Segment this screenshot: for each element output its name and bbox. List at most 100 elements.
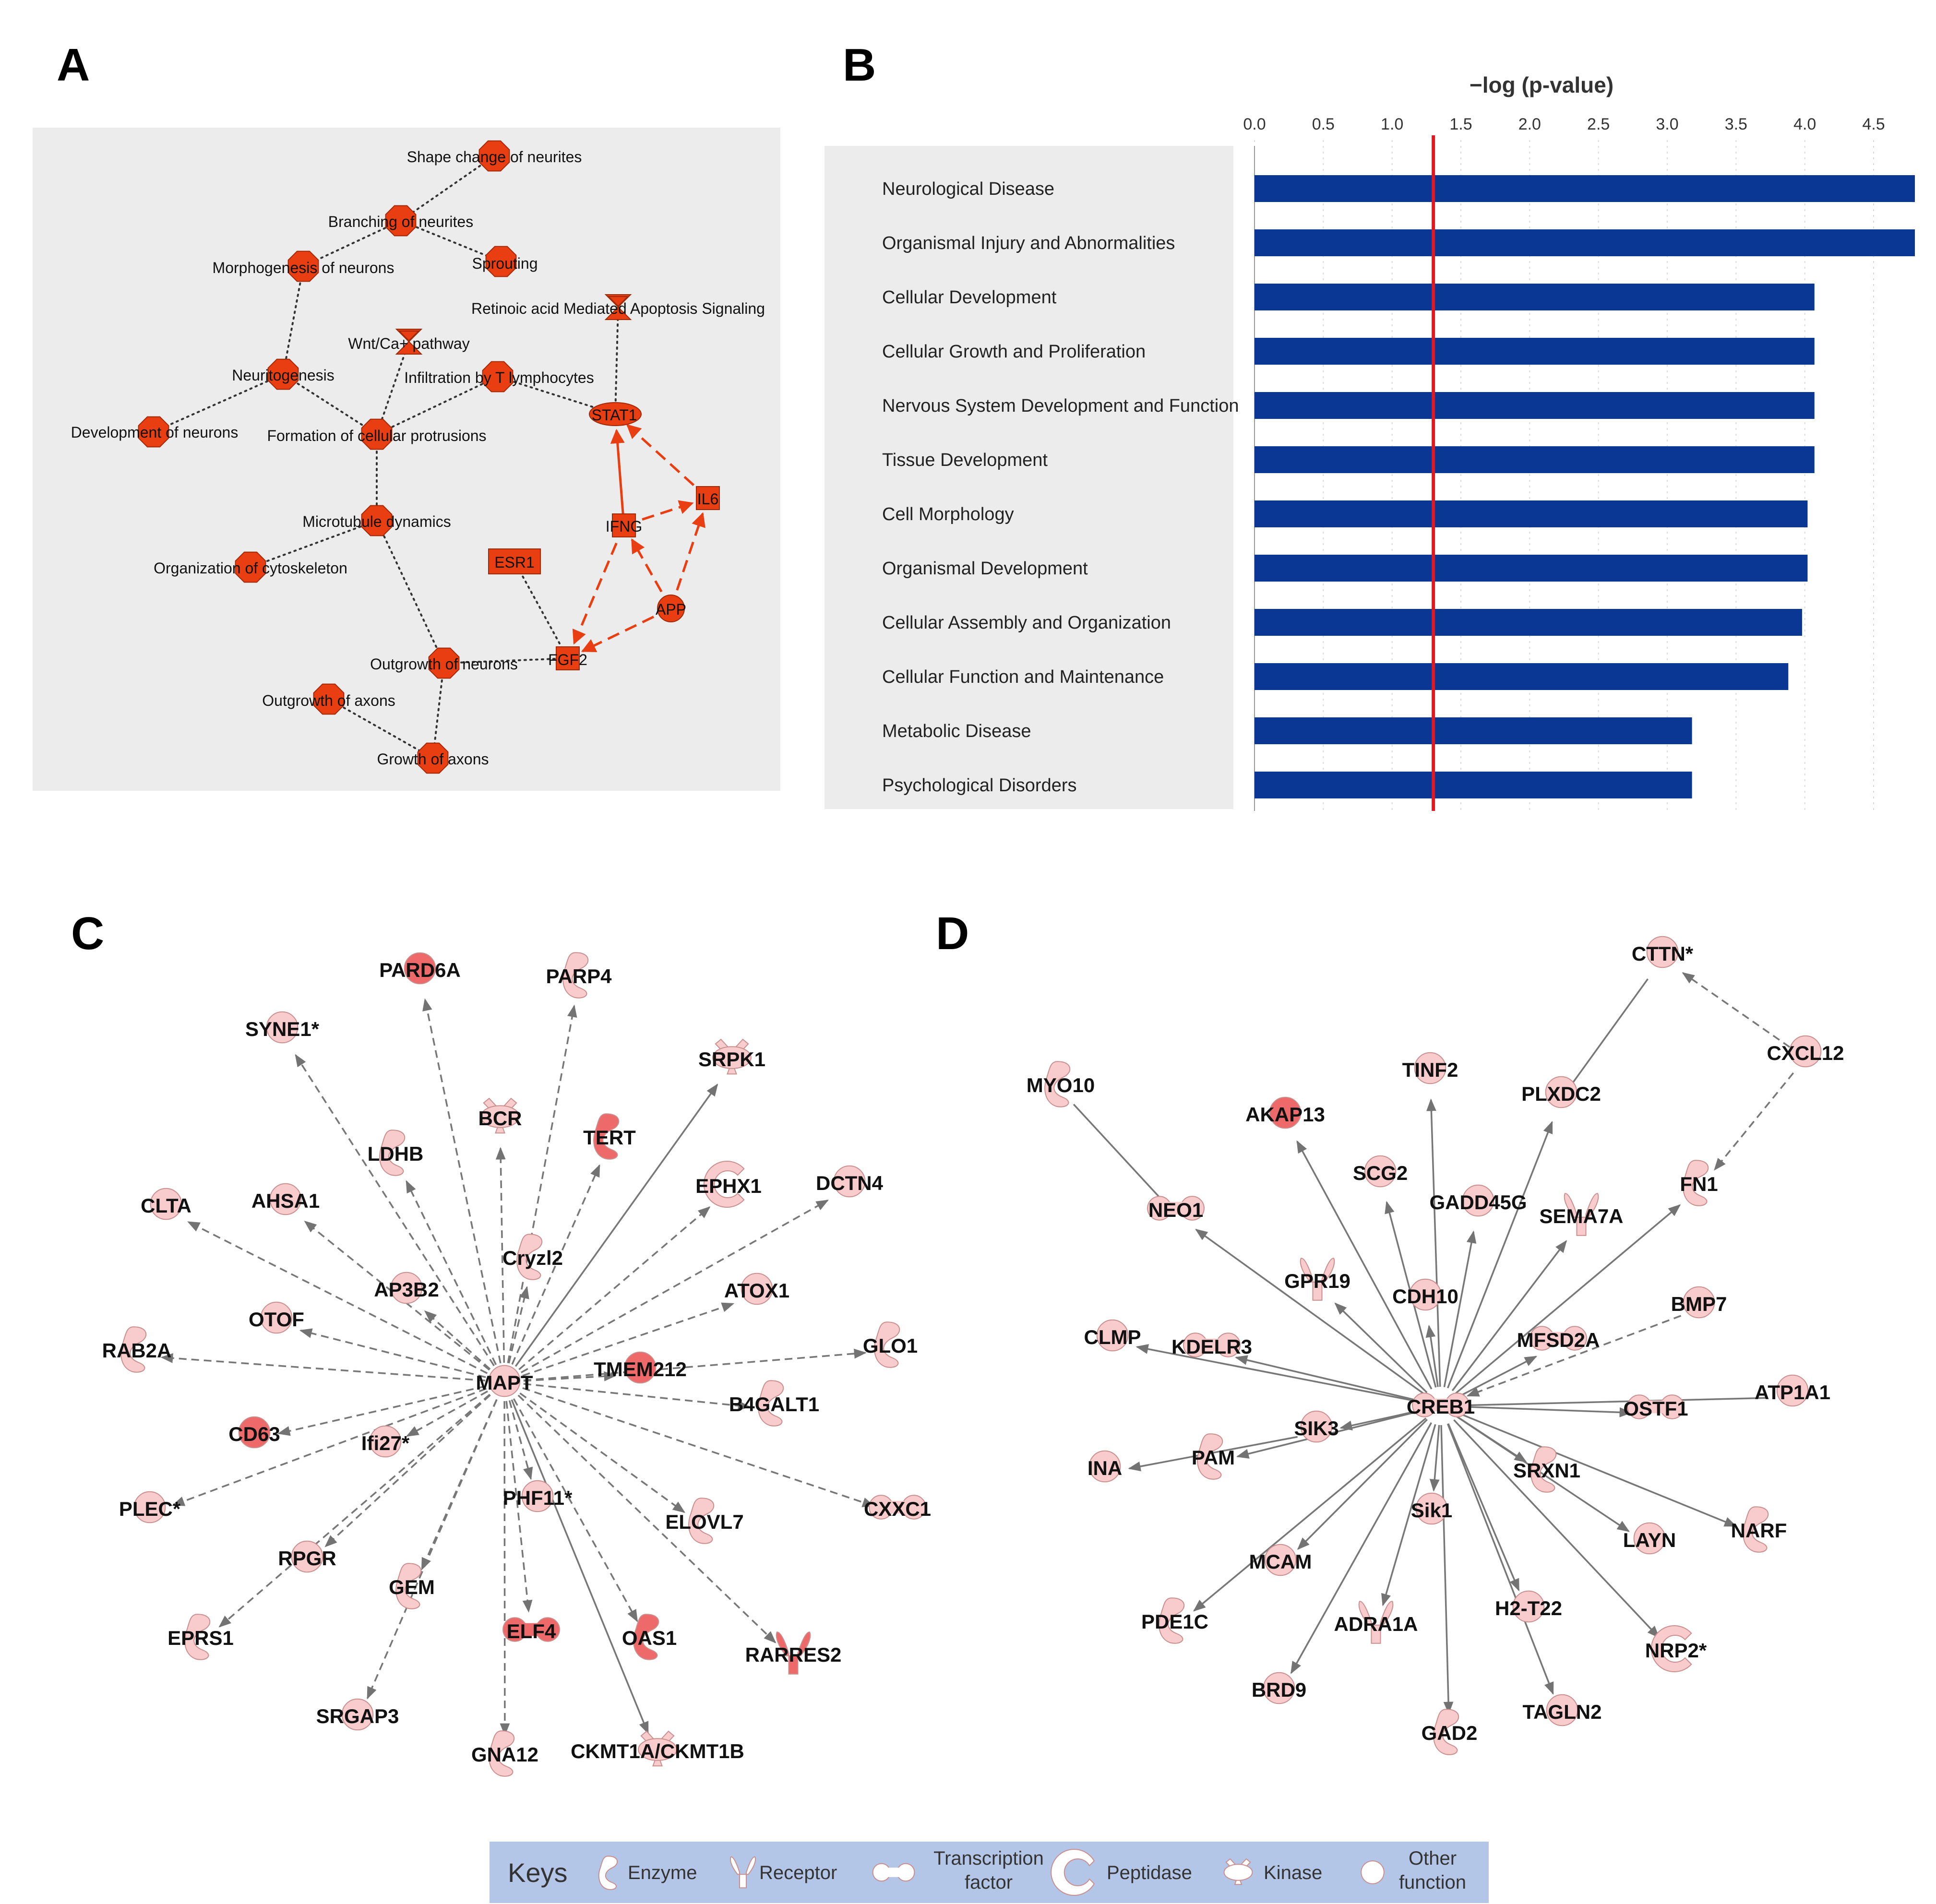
edge-mapt-syne1 xyxy=(295,1054,495,1367)
category-label: Organismal Development xyxy=(882,559,1088,579)
edge-cxcl12-fn1 xyxy=(1714,1072,1794,1171)
gene-otof: OTOF xyxy=(249,1301,304,1334)
gene-sik3: SIK3 xyxy=(1294,1410,1339,1443)
gene-nrp2: NRP2* xyxy=(1645,1625,1707,1672)
edge-mapt-srgap3 xyxy=(367,1399,498,1700)
node-label: Infiltration by T lymphocytes xyxy=(404,369,594,386)
gene-label: MCAM xyxy=(1249,1550,1312,1573)
gene-cdh10: CDH10 xyxy=(1392,1278,1458,1311)
node-outgrowth-of-neurons: Outgrowth of neurons xyxy=(370,647,518,679)
chart-x-axis-title: −log (p-value) xyxy=(1470,72,1613,97)
edge-retinoic-stat1 xyxy=(614,306,619,415)
node-app: APP xyxy=(656,595,686,622)
keys-title: Keys xyxy=(508,1857,568,1888)
gene-label: GAD2 xyxy=(1422,1722,1478,1744)
category-label: Metabolic Disease xyxy=(882,721,1031,741)
edge-hub-adra1a xyxy=(1381,1424,1436,1606)
edge-neuritogenesis-development xyxy=(153,373,284,433)
edge-mapt-pard6a xyxy=(422,998,502,1364)
edge-hub-mcam xyxy=(1297,1419,1428,1550)
edge-hub-atp1a1 xyxy=(1459,1397,1768,1406)
gene-label: GADD45G xyxy=(1429,1191,1527,1214)
gene-rpgr: RPGR xyxy=(278,1540,336,1573)
gene-label: NRP2* xyxy=(1645,1639,1707,1662)
edge-morphogenesis-neuritogenesis xyxy=(282,265,304,375)
edge-mapt-dctn4 xyxy=(521,1199,829,1373)
edge-hub-kdelr3 xyxy=(1235,1355,1422,1403)
gene-label: OAS1 xyxy=(622,1627,677,1649)
gene-elovl7: ELOVL7 xyxy=(665,1498,744,1544)
edge-mapt-rab2a xyxy=(160,1353,486,1381)
edge-mapt-gna12 xyxy=(500,1401,510,1736)
edge-mapt-glo1 xyxy=(523,1348,867,1381)
key-label: Kinase xyxy=(1264,1862,1322,1883)
gene-tagln2: TAGLN2 xyxy=(1523,1694,1601,1726)
gene-parp4: PARP4 xyxy=(546,952,612,999)
gene-gadd45g: GADD45G xyxy=(1429,1184,1527,1217)
edge-mapt-tert xyxy=(511,1164,600,1365)
gene-pde1c: PDE1C xyxy=(1141,1597,1208,1644)
gene-cd63: CD63 xyxy=(228,1416,280,1449)
edge-hub-narf xyxy=(1458,1412,1737,1527)
edge-app-fgf2 xyxy=(581,607,672,653)
gene-srpk1: SRPK1 xyxy=(698,1038,765,1075)
gene-ostf1: OSTF1 xyxy=(1623,1394,1688,1420)
edge-mapt-oas1 xyxy=(513,1398,638,1622)
node-label: STAT1 xyxy=(592,406,637,424)
gene-label: SRXN1 xyxy=(1513,1459,1580,1482)
gene-clta: CLTA xyxy=(141,1188,191,1220)
gene-adra1a: ADRA1A xyxy=(1334,1601,1418,1644)
node-infiltration-by-t-lymphocytes: Infiltration by T lymphocytes xyxy=(404,361,594,393)
gene-label: AHSA1 xyxy=(251,1190,320,1212)
gene-label: ELF4 xyxy=(507,1620,556,1642)
gene-label: RPGR xyxy=(278,1547,336,1570)
node-morphogenesis-of-neurons: Morphogenesis of neurons xyxy=(213,250,394,282)
panel-label-a: A xyxy=(57,39,90,91)
transcription-factor-icon xyxy=(872,1863,915,1882)
gene-gna12: GNA12 xyxy=(471,1730,538,1777)
gene-glo1: GLO1 xyxy=(863,1321,918,1368)
node-outgrowth-of-axons: Outgrowth of axons xyxy=(262,683,395,715)
gene-label: H2-T22 xyxy=(1495,1597,1562,1619)
category-label: Cellular Development xyxy=(882,287,1057,308)
gene-gpr19: GPR19 xyxy=(1284,1258,1350,1301)
gene-h2-t22: H2-T22 xyxy=(1495,1590,1562,1623)
edge-plxdc2-cttn xyxy=(1572,978,1649,1084)
edge-mapt-ap3b2 xyxy=(424,1310,491,1370)
edge-mapt-elovl7 xyxy=(519,1392,685,1513)
edge-mapt-parp4 xyxy=(507,1004,577,1363)
edge-infiltration-formation xyxy=(376,376,499,435)
x-tick-label: 0.5 xyxy=(1312,115,1335,133)
gene-label: CTTN* xyxy=(1632,942,1694,965)
node-label: Sprouting xyxy=(472,255,538,272)
gene-bcr: BCR xyxy=(478,1097,522,1134)
bar-neurological-disease xyxy=(1255,175,1915,202)
panel-label-b: B xyxy=(843,39,876,91)
edge-bmp7-hub xyxy=(1466,1315,1682,1397)
bar-cellular-development xyxy=(1255,284,1815,310)
gene-label: FN1 xyxy=(1680,1173,1718,1195)
category-label: Psychological Disorders xyxy=(882,775,1077,796)
node-development-of-neurons: Development of neurons xyxy=(71,416,238,448)
node-stat1: STAT1 xyxy=(589,402,642,426)
chart-category-background xyxy=(825,146,1233,809)
x-tick-label: 4.5 xyxy=(1862,115,1885,133)
edge-hub-nrp2 xyxy=(1453,1419,1660,1639)
edge-mapt-plec xyxy=(172,1388,487,1506)
gene-gad2: GAD2 xyxy=(1422,1709,1478,1755)
bar-organismal-development xyxy=(1255,555,1808,582)
edge-hub-pde1c xyxy=(1193,1417,1427,1612)
edge-myo10-neo1 xyxy=(1073,1104,1160,1197)
bar-tissue-development xyxy=(1255,446,1815,473)
gene-neo1: NEO1 xyxy=(1147,1196,1205,1221)
gene-rarres2: RARRES2 xyxy=(745,1631,841,1675)
node-label: FGF2 xyxy=(548,651,587,668)
gene-label: NEO1 xyxy=(1148,1199,1203,1221)
gene-label: PARP4 xyxy=(546,965,612,988)
gene-mapt: MAPT xyxy=(476,1365,533,1397)
gene-scg2: SCG2 xyxy=(1353,1155,1408,1188)
gene-label: CXCL12 xyxy=(1767,1042,1844,1064)
